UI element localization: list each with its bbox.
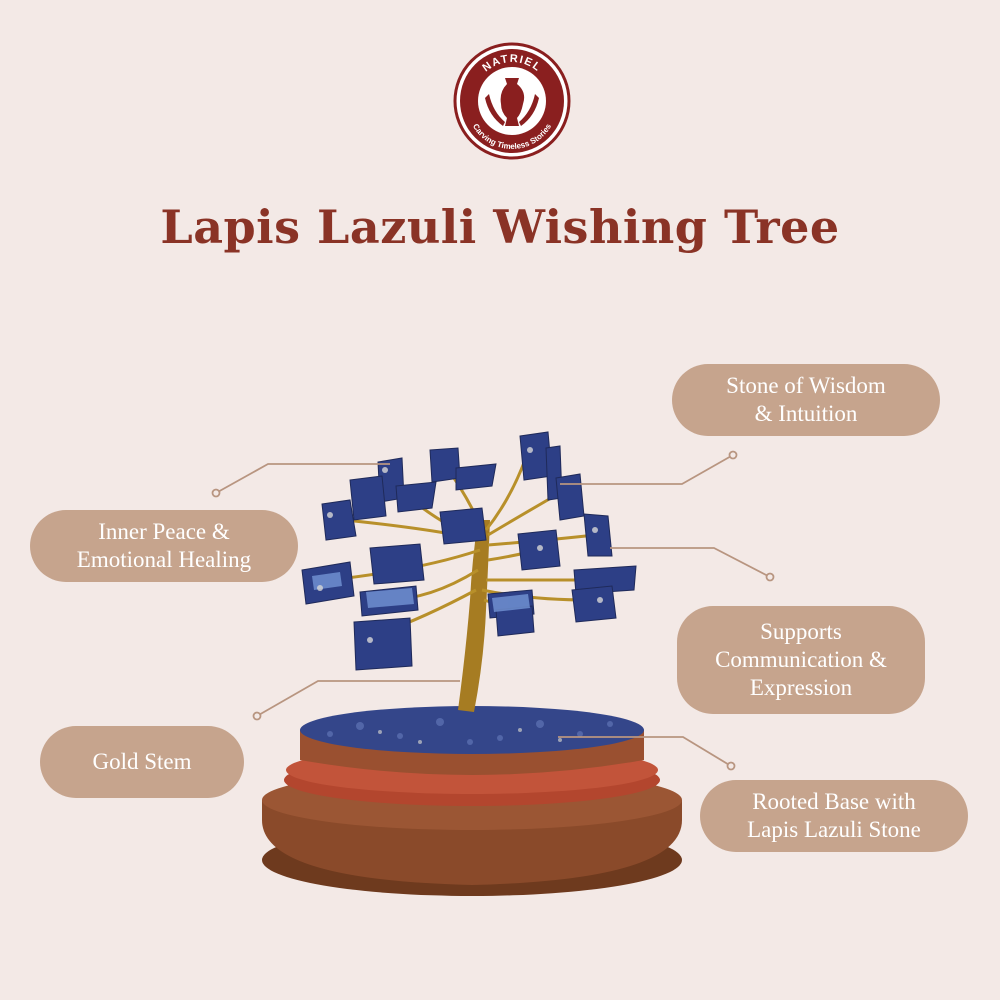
feature-gold-stem-pill: Gold Stem: [40, 726, 244, 798]
leader-line-base: [558, 736, 732, 767]
leader-dot: [765, 572, 775, 582]
feature-label: Supports Communication & Expression: [715, 619, 887, 700]
feature-rooted-base-pill: Rooted Base with Lapis Lazuli Stone: [700, 780, 968, 852]
feature-inner-peace-pill: Inner Peace & Emotional Healing: [30, 510, 298, 582]
leader-dot: [726, 761, 736, 771]
feature-label: Stone of Wisdom & Intuition: [726, 373, 886, 426]
leader-dot: [728, 450, 738, 460]
leader-dot: [252, 711, 262, 721]
feature-label: Rooted Base with Lapis Lazuli Stone: [747, 789, 921, 842]
lapis-chips-bed: [300, 706, 644, 754]
page-title: Lapis Lazuli Wishing Tree: [160, 200, 840, 254]
leader-line-wisdom: [560, 454, 734, 485]
leader-line-communication: [610, 547, 771, 578]
feature-label: Inner Peace & Emotional Healing: [76, 519, 252, 572]
feature-label: Gold Stem: [92, 749, 192, 774]
gold-stem: [458, 520, 490, 712]
brand-logo: NATRIEL Carving Timeless Stories: [453, 42, 571, 160]
leader-line-stem: [256, 680, 460, 717]
natriel-seal-icon: NATRIEL Carving Timeless Stories: [453, 42, 571, 160]
feature-wisdom-pill: Stone of Wisdom & Intuition: [672, 364, 940, 436]
leader-line-peace: [215, 463, 390, 494]
feature-communication-pill: Supports Communication & Expression: [677, 606, 925, 714]
leader-dot: [211, 488, 221, 498]
